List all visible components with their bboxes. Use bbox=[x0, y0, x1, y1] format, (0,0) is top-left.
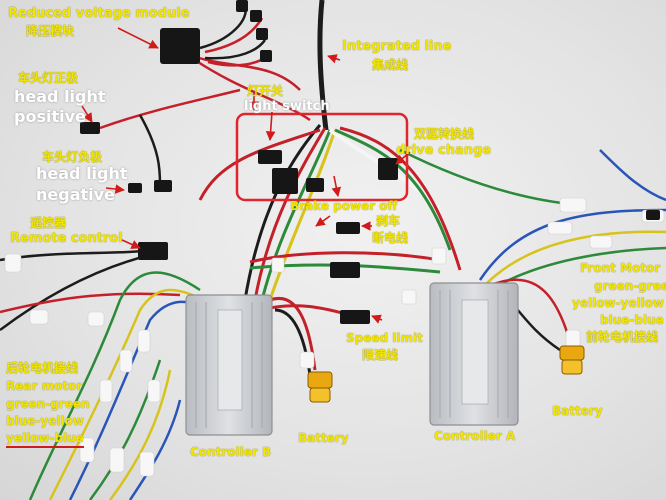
drive-change-connector bbox=[378, 158, 398, 180]
connectors bbox=[80, 0, 660, 324]
speed-limit-connector bbox=[340, 310, 370, 324]
head-light-negative-connector bbox=[154, 180, 172, 192]
speed-limit-label-en: Speed limit bbox=[346, 331, 423, 345]
integrated-line-label-zh: 集成线 bbox=[372, 58, 409, 72]
brake-label-zh2: 断电线 bbox=[372, 231, 409, 245]
speed-limit-label-zh: 限速线 bbox=[362, 348, 399, 362]
rear-motor-line-3: green-green bbox=[6, 397, 90, 411]
front-motor-line-3: yellow-yellow bbox=[572, 296, 665, 310]
brake-power-off-label-en: Brake power off bbox=[290, 199, 398, 213]
controller-a-label: Controller A bbox=[434, 429, 516, 443]
highlight-box bbox=[235, 112, 409, 202]
integrated-line-label-en: Integrated line bbox=[342, 39, 452, 54]
front-motor-line-1: Front Motor bbox=[580, 261, 661, 275]
annotation-arrows bbox=[81, 27, 411, 324]
dual-drive-label-zh: 双驱转换线 bbox=[414, 127, 475, 141]
controller-b-body bbox=[185, 294, 273, 436]
head-light-positive-label-zh: 车头灯正极 bbox=[18, 71, 79, 85]
head-light-negative-label-en1: head light bbox=[36, 164, 128, 183]
light-switch-label-en: light switch bbox=[244, 99, 330, 114]
light-switch-label-zh: 灯开关 bbox=[247, 84, 284, 98]
head-light-positive-label-en1: head light bbox=[14, 87, 106, 106]
reduced-voltage-label-en: Reduced voltage module bbox=[8, 6, 190, 21]
rear-motor-line-1: 后轮电机接线 bbox=[6, 361, 79, 375]
voltage-module-wires bbox=[99, 4, 311, 186]
head-light-positive-label-en2: positive bbox=[14, 107, 86, 126]
reduced-voltage-module bbox=[160, 28, 200, 64]
remote-control-label-en: Remote control bbox=[10, 231, 123, 246]
brake-label-zh1: 刹车 bbox=[376, 214, 401, 228]
head-light-positive-connector bbox=[80, 122, 100, 134]
battery-a-label: Battery bbox=[552, 404, 603, 418]
head-light-negative-label-zh: 车头灯负极 bbox=[42, 150, 103, 164]
dual-drive-label-en: drive change bbox=[396, 143, 492, 158]
front-motor-line-2: green-green bbox=[594, 279, 666, 293]
rear-motor-line-5: yellow-blue bbox=[6, 431, 84, 448]
reduced-voltage-label-zh: 降压模块 bbox=[26, 24, 75, 38]
battery-plugs bbox=[307, 345, 585, 403]
controller-b-label: Controller B bbox=[190, 445, 272, 459]
brake-power-off-connector bbox=[336, 222, 360, 234]
rear-motor-line-4: blue-yellow bbox=[6, 414, 84, 428]
remote-control-connector bbox=[138, 242, 168, 260]
rear-motor-line-2: Rear motor bbox=[6, 379, 83, 393]
light-switch-connector bbox=[258, 150, 282, 164]
front-motor-line-4: blue-blue bbox=[600, 313, 664, 327]
remote-control-label-zh: 遥控器 bbox=[30, 216, 67, 230]
battery-b-label: Battery bbox=[298, 431, 349, 445]
front-motor-line-5: 前轮电机接线 bbox=[586, 330, 659, 344]
controller-a-body bbox=[429, 282, 519, 426]
head-light-negative-label-en2: negative bbox=[36, 185, 115, 204]
